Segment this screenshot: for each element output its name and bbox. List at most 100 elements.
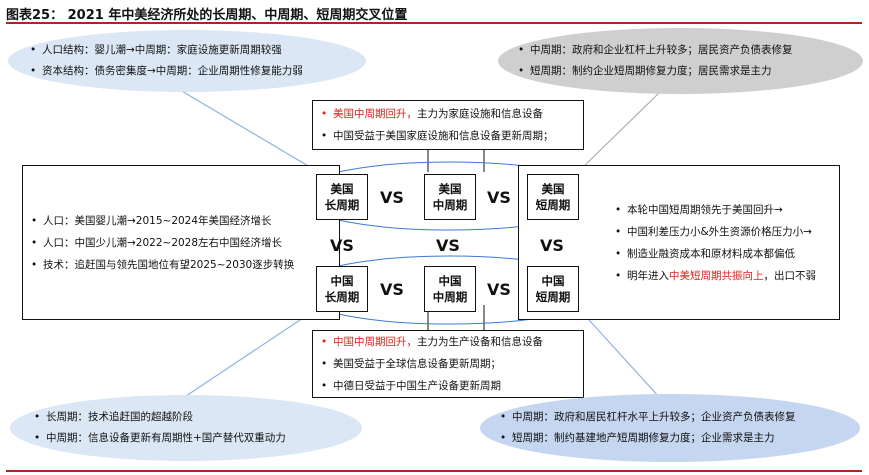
left-box-line-3: • 技术：追赶国与领先国地位有望2025~2030逐步转换 bbox=[31, 258, 294, 272]
bullet: • bbox=[30, 65, 37, 77]
cell-country: 美国 bbox=[438, 182, 462, 196]
bullet: • bbox=[321, 130, 328, 142]
lower-center-box: •中国中周期回升，主力为生产设备和信息设备 •美国受益于全球信息设备更新周期； … bbox=[312, 330, 584, 398]
bottom-right-text-2: 短周期：制约基建地产短周期修复力度；企业需求是主力 bbox=[512, 432, 775, 444]
bullet: • bbox=[30, 44, 37, 56]
bullet: • bbox=[34, 432, 41, 444]
bullet: • bbox=[321, 336, 328, 348]
cell-cycle: 中周期 bbox=[432, 198, 468, 212]
upper-center-box: • 美国中周期回升，主力为家庭设施和信息设备 • 中国受益于美国家庭设施和信息设备更… bbox=[312, 100, 584, 150]
bullet: • bbox=[321, 358, 328, 370]
cell-cycle: 长周期 bbox=[324, 198, 360, 212]
left-box-text-2: 人口：中国少儿潮→2022~2028左右中国经济增长 bbox=[43, 236, 283, 249]
bullet: • bbox=[321, 108, 328, 120]
ellipse-bottom-right: • 中周期：政府和居民杠杆水平上升较多；企业资产负债表修复 •短周期：制约基建地产… bbox=[480, 394, 860, 462]
cell-us-short-cycle: 美国 短周期 bbox=[527, 174, 579, 220]
connector-bottom-right bbox=[579, 309, 661, 399]
cell-us-mid-cycle: 美国 中周期 bbox=[424, 174, 476, 220]
connector-top-left bbox=[179, 89, 316, 171]
upper-center-rest: 主力为家庭设施和信息设备 bbox=[417, 108, 543, 120]
cell-cycle: 短周期 bbox=[535, 198, 571, 212]
top-right-line: • 短周期：制约企业短周期修复力度；居民需求是主力 bbox=[518, 64, 863, 79]
ellipse-top-right: • 中周期：政府和企业杠杆上升较多；居民资产负债表修复 • 短周期：制约企业短周期修… bbox=[498, 28, 863, 94]
bullet: • bbox=[615, 225, 622, 238]
upper-center-line-1: • 美国中周期回升，主力为家庭设施和信息设备 bbox=[321, 107, 575, 121]
cell-us-long-cycle: 美国 长周期 bbox=[316, 174, 368, 220]
left-box-line-2: • 人口：中国少儿潮→2022~2028左右中国经济增长 bbox=[31, 236, 282, 250]
cell-country: 中国 bbox=[330, 274, 354, 288]
bullet: • bbox=[31, 236, 38, 249]
right-box-text-1: 本轮中国短周期领先于美国回升→ bbox=[627, 203, 783, 216]
lower-center-text-2: 美国受益于全球信息设备更新周期； bbox=[333, 358, 501, 370]
cell-country: 中国 bbox=[438, 274, 462, 288]
ellipse-bottom-left: • 长周期：技术追赶国的超越阶段 •中周期：信息设备更新有周期性+国产替代双重动力 bbox=[10, 395, 362, 461]
left-box-text-3: 技术：追赶国与领先国地位有望2025~2030逐步转换 bbox=[43, 258, 295, 271]
bottom-left-line: • 长周期：技术追赶国的超越阶段 bbox=[34, 410, 362, 425]
bullet: • bbox=[34, 411, 41, 423]
lower-center-line-1: • 中国中周期回升，主力为生产设备和信息设备 bbox=[321, 335, 575, 349]
cell-cycle: 中周期 bbox=[432, 290, 468, 304]
top-right-text-2: 短周期：制约企业短周期修复力度；居民需求是主力 bbox=[530, 65, 772, 77]
cell-cn-long-cycle: 中国 长周期 bbox=[316, 266, 368, 312]
bullet: • bbox=[31, 214, 38, 227]
top-left-line: • 人口结构：婴儿潮→中周期：家庭设施更新周期较强 bbox=[30, 43, 366, 58]
right-box-text-2: 中国利差压力小&外生资源价格压力小→ bbox=[627, 225, 812, 238]
title-rule bbox=[6, 22, 862, 24]
lower-center-text-3: 中德日受益于中国生产设备更新周期 bbox=[333, 380, 501, 392]
bottom-left-line: •中周期：信息设备更新有周期性+国产替代双重动力 bbox=[34, 431, 362, 446]
bottom-right-line: •短周期：制约基建地产短周期修复力度；企业需求是主力 bbox=[500, 431, 860, 446]
lower-center-rest: 主力为生产设备和信息设备 bbox=[417, 336, 543, 348]
bottom-left-text-1: 长周期：技术追赶国的超越阶段 bbox=[46, 411, 193, 423]
upper-center-text: 中国受益于美国家庭设施和信息设备更新周期； bbox=[333, 130, 554, 142]
top-right-text-1: 中周期：政府和企业杠杆上升较多；居民资产负债表修复 bbox=[530, 44, 793, 56]
vs-label-mid-column: VS bbox=[436, 236, 460, 255]
right-box-line-1: • 本轮中国短周期领先于美国回升→ bbox=[615, 203, 831, 217]
bullet: • bbox=[518, 44, 525, 56]
bullet: • bbox=[615, 269, 622, 282]
vs-label-cn-mid-short: VS bbox=[487, 280, 511, 299]
figure-title: 图表25： 2021 年中美经济所处的长周期、中周期、短周期交叉位置 bbox=[6, 8, 408, 23]
cell-country: 美国 bbox=[330, 182, 354, 196]
left-box-text-1: 人口：美国婴儿潮→2015~2024年美国经济增长 bbox=[43, 214, 272, 227]
top-right-line: • 中周期：政府和企业杠杆上升较多；居民资产负债表修复 bbox=[518, 43, 863, 58]
cell-country: 美国 bbox=[541, 182, 565, 196]
top-left-line: • 资本结构：债务密集度→中周期：企业周期性修复能力弱 bbox=[30, 64, 366, 79]
vs-label-us-mid-short: VS bbox=[487, 188, 511, 207]
top-left-text-1: 人口结构：婴儿潮→中周期：家庭设施更新周期较强 bbox=[42, 44, 282, 56]
left-box-line-1: • 人口：美国婴儿潮→2015~2024年美国经济增长 bbox=[31, 214, 272, 228]
lower-center-line-3: • 中德日受益于中国生产设备更新周期 bbox=[321, 379, 575, 393]
vs-label-short-column: VS bbox=[540, 236, 564, 255]
lower-center-line-2: • 美国受益于全球信息设备更新周期； bbox=[321, 357, 575, 371]
vs-label-cn-long-mid: VS bbox=[380, 280, 404, 299]
upper-center-highlight: 美国中周期回升， bbox=[333, 108, 417, 120]
cell-country: 中国 bbox=[541, 274, 565, 288]
bullet: • bbox=[31, 258, 38, 271]
bottom-rule bbox=[6, 470, 862, 472]
top-left-text-2: 资本结构：债务密集度→中周期：企业周期性修复能力弱 bbox=[42, 65, 303, 77]
right-box-line-2: • 中国利差压力小&外生资源价格压力小→ bbox=[615, 225, 831, 239]
upper-center-line-2: • 中国受益于美国家庭设施和信息设备更新周期； bbox=[321, 129, 575, 143]
cell-cycle: 长周期 bbox=[324, 290, 360, 304]
bottom-right-text-1: 中周期：政府和居民杠杆水平上升较多；企业资产负债表修复 bbox=[512, 411, 796, 423]
lower-center-highlight: 中国中周期回升， bbox=[333, 336, 417, 348]
right-box-text-3: 制造业融资成本和原材料成本都偏低 bbox=[627, 247, 795, 260]
vs-label-us-long-mid: VS bbox=[380, 188, 404, 207]
connector-top-right bbox=[579, 91, 661, 171]
bottom-right-line: • 中周期：政府和居民杠杆水平上升较多；企业资产负债表修复 bbox=[500, 410, 860, 425]
bullet: • bbox=[615, 247, 622, 260]
cell-cn-short-cycle: 中国 短周期 bbox=[527, 266, 579, 312]
bullet: • bbox=[321, 380, 328, 392]
left-box: • 人口：美国婴儿潮→2015~2024年美国经济增长 • 人口：中国少儿潮→202… bbox=[22, 165, 340, 320]
connector-bottom-left bbox=[179, 309, 316, 401]
vs-label-long-column: VS bbox=[330, 236, 354, 255]
bullet: • bbox=[518, 65, 525, 77]
right-box-line-3: • 制造业融资成本和原材料成本都偏低 bbox=[615, 247, 831, 261]
bullet: • bbox=[500, 411, 507, 423]
cell-cn-mid-cycle: 中国 中周期 bbox=[424, 266, 476, 312]
cell-cycle: 短周期 bbox=[535, 290, 571, 304]
bullet: • bbox=[615, 203, 622, 216]
ellipse-top-left: • 人口结构：婴儿潮→中周期：家庭设施更新周期较强 • 资本结构：债务密集度→中周期… bbox=[8, 30, 366, 92]
right-box-line-4: •明年进入中美短周期共振向上，出口不弱 bbox=[615, 269, 831, 283]
right-box-highlight: 中美短周期共振向上 bbox=[669, 269, 764, 282]
right-box-text-4: 明年进入 bbox=[627, 269, 669, 282]
